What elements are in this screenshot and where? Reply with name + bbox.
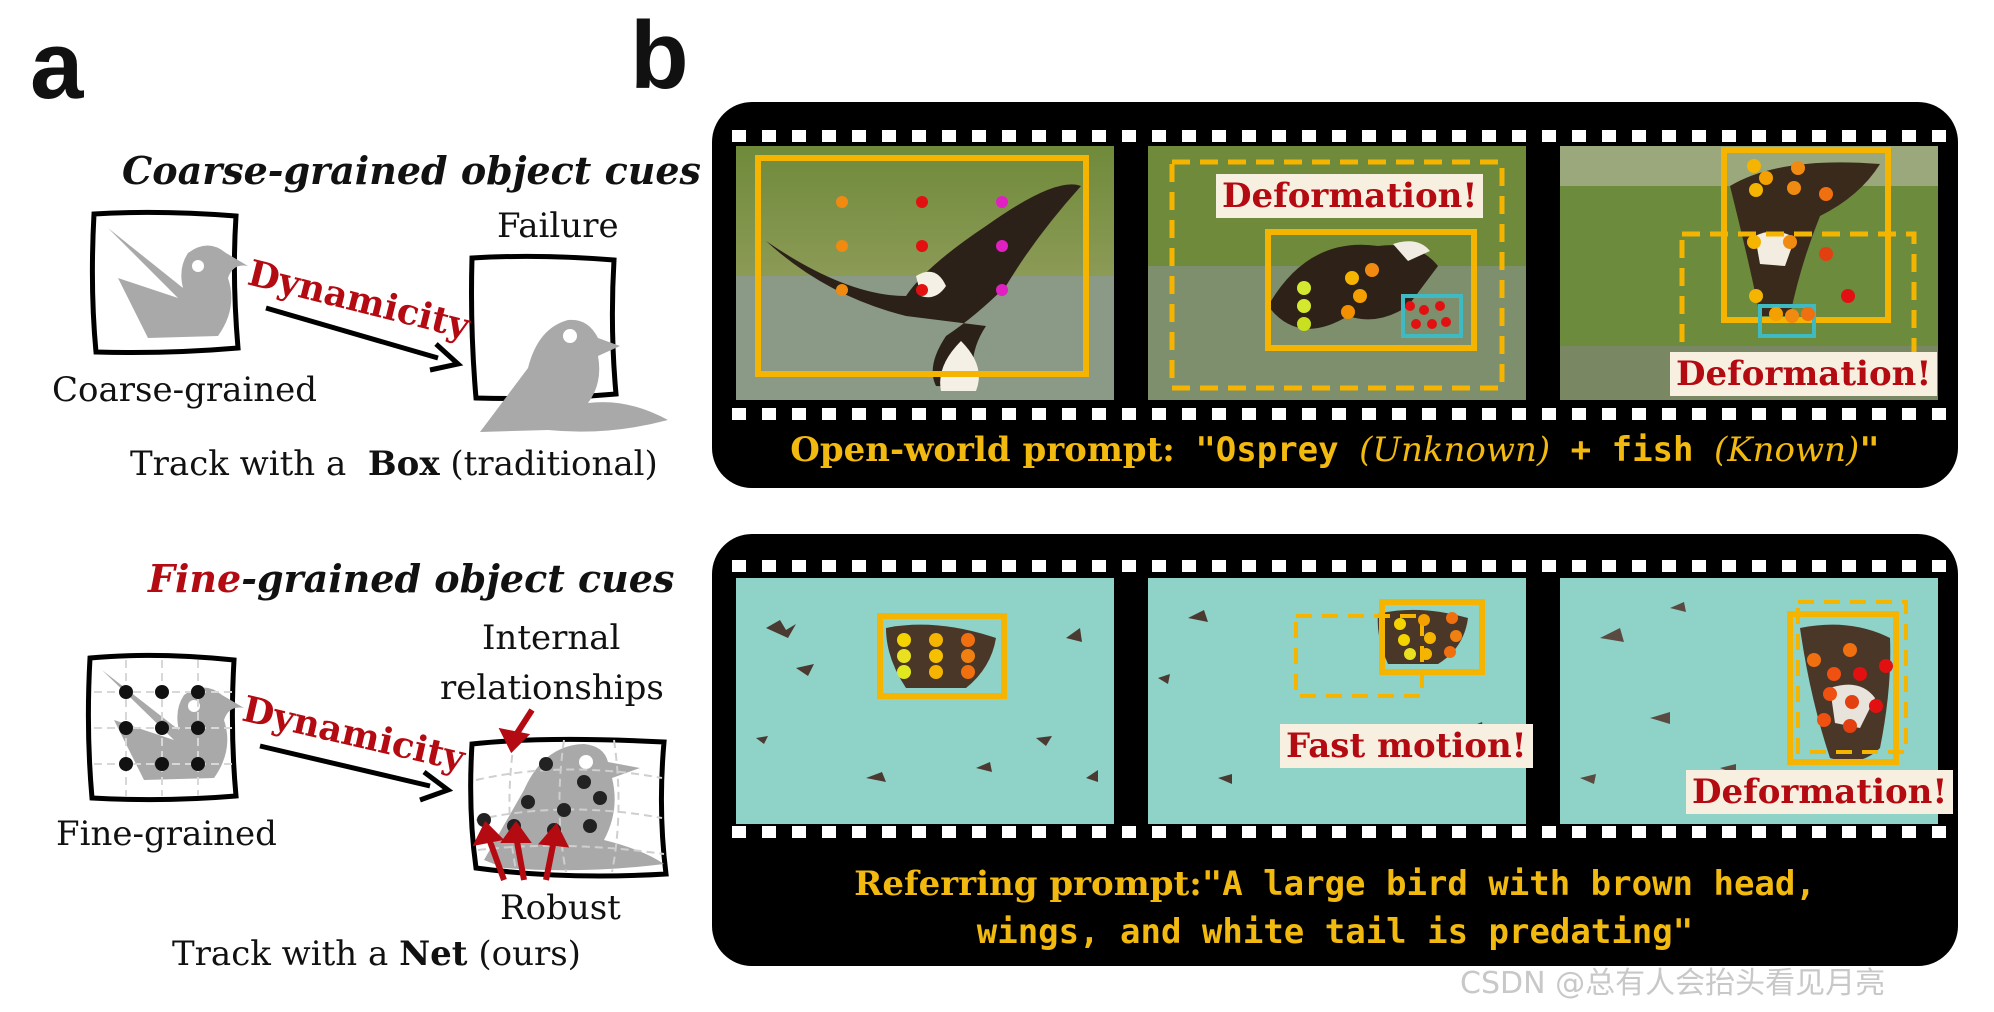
- coarse-arrow: [265, 305, 439, 361]
- bottom-frame-3-points: [1807, 643, 1893, 733]
- top-frame-1-points: [836, 196, 1008, 296]
- referring-prompt-line-1: Referring prompt:"A large bird with brow…: [854, 864, 1816, 904]
- top-deformation-1: Deformation!: [1216, 174, 1484, 218]
- fine-title: Fine-grained object cues: [148, 556, 675, 601]
- track-box-caption: Track with a Box (traditional): [130, 444, 658, 484]
- failure-label: Failure: [497, 206, 619, 246]
- watermark: CSDN @总有人会抬头看见月亮: [1460, 966, 1886, 1001]
- robust-arrows: [472, 820, 570, 882]
- coarse-grained-label: Coarse-grained: [52, 370, 318, 410]
- coarse-diagram: [89, 209, 668, 432]
- fine-diagram: [85, 652, 669, 882]
- top-film-strip: Deformation! Deformation! Open-world pro…: [712, 102, 1958, 488]
- bottom-deformation: Deformation!: [1686, 770, 1954, 814]
- bottom-frame-2-points: [1394, 612, 1462, 660]
- bottom-film-strip: Fast motion! Deformation! Referring prom…: [712, 534, 1958, 966]
- coarse-title: Coarse-grained object cues: [122, 148, 701, 193]
- bird-icon-left: [108, 228, 248, 338]
- top-deformation-2: Deformation!: [1670, 352, 1938, 396]
- bottom-frame-1: [736, 578, 1114, 824]
- bottom-frame-2: [1148, 578, 1526, 824]
- bottom-frame-1-points: [897, 633, 975, 679]
- coarse-arrow-head: [429, 342, 464, 373]
- top-frame-2-points: [1297, 263, 1451, 331]
- top-frame-1: [736, 146, 1114, 400]
- top-sprocket-holes: [732, 130, 1946, 420]
- robust-label: Robust: [500, 888, 621, 928]
- track-net-caption: Track with a Net (ours): [172, 934, 581, 974]
- panel-a-letter: a: [30, 12, 84, 119]
- bats-bg-3: [1580, 602, 1736, 784]
- fine-arrow: [259, 743, 431, 789]
- top-frame-3-points: [1747, 159, 1855, 323]
- fine-arrow-head: [419, 770, 454, 803]
- referring-prompt-line-2: wings, and white tail is predating": [976, 912, 1694, 952]
- internal-relationship-arrow: [498, 708, 535, 754]
- bottom-fast-motion: Fast motion!: [1280, 724, 1533, 768]
- bird-icon-right-failure: [480, 319, 668, 432]
- internal-label-2: relationships: [440, 668, 664, 708]
- bats-bg-1: [756, 620, 1098, 782]
- bottom-sprocket-holes: [732, 560, 1946, 838]
- internal-label-1: Internal: [482, 618, 621, 658]
- fine-grained-label: Fine-grained: [56, 814, 277, 854]
- open-world-prompt: Open-world prompt: "Osprey (Unknown) + f…: [790, 430, 1880, 470]
- fine-left-points: [119, 685, 205, 771]
- bird-icon-fine-right: [484, 744, 664, 871]
- panel-b-letter: b: [630, 2, 689, 109]
